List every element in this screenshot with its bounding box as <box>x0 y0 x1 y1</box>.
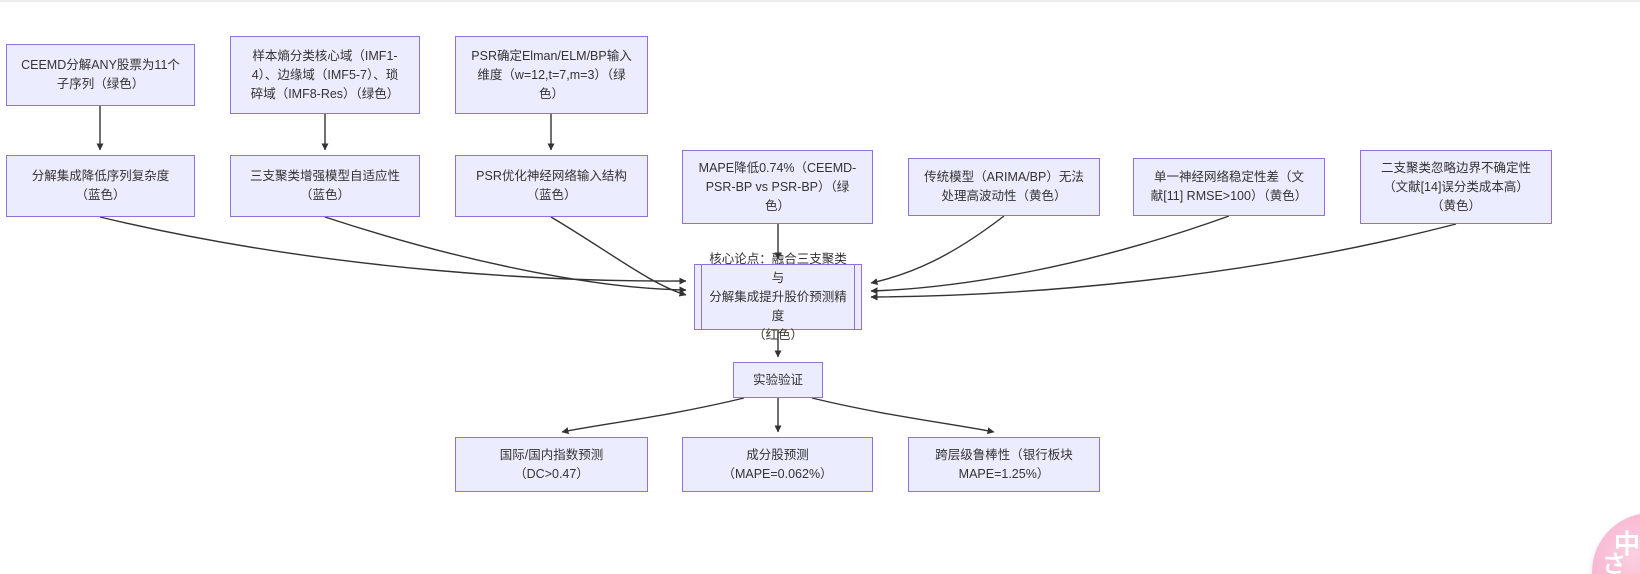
edge-experiment-to-robust <box>811 397 995 435</box>
translate-float-button[interactable]: 中A さ <box>1592 513 1640 574</box>
node-index-pred: 国际/国内指数预测 （DC>0.47） <box>455 437 648 492</box>
node-stock-pred: 成分股预测 （MAPE=0.062%） <box>682 437 873 492</box>
edge-experiment-to-index <box>561 397 745 435</box>
node-mape-drop: MAPE降低0.74%（CEEMD- PSR-BP vs PSR-BP）（绿 色… <box>682 150 873 224</box>
edge-twoway-to-core <box>870 223 1457 301</box>
translate-icon: 中A <box>1614 529 1640 559</box>
panel-top-border <box>0 0 1640 2</box>
edge-threeway-to-core <box>324 216 687 294</box>
node-psr-dim: PSR确定Elman/ELM/BP输入 维度（w=12,t=7,m=3）（绿 色… <box>455 36 648 114</box>
node-sampen: 样本熵分类核心域（IMF1- 4）、边缘域（IMF5-7）、琐 碎域（IMF8-… <box>230 36 420 114</box>
node-experiment: 实验验证 <box>733 362 823 398</box>
node-traditional: 传统模型（ARIMA/BP）无法 处理高波动性（黄色） <box>908 158 1100 216</box>
node-single-nn: 单一神经网络稳定性差（文 献[11] RMSE>100）（黄色） <box>1133 158 1325 216</box>
edge-singlenn-to-core <box>870 215 1230 295</box>
edge-traditional-to-core <box>870 215 1005 286</box>
node-robustness: 跨层级鲁棒性（银行板块 MAPE=1.25%） <box>908 437 1100 492</box>
node-threeway: 三支聚类增强模型自适应性 （蓝色） <box>230 155 420 217</box>
node-core-thesis: 核心论点：融合三支聚类与 分解集成提升股价预测精度 （红色） <box>694 252 862 342</box>
edge-psropt-to-core <box>550 216 687 297</box>
node-decomp: 分解集成降低序列复杂度 （蓝色） <box>6 155 195 217</box>
edge-decomp-to-core <box>99 216 687 285</box>
node-ceemd: CEEMD分解ANY股票为11个 子序列（绿色） <box>6 44 195 106</box>
node-twoway: 二支聚类忽略边界不确定性 （文献[14]误分类成本高） （黄色） <box>1360 150 1552 224</box>
node-psr-opt: PSR优化神经网络输入结构 （蓝色） <box>455 155 648 217</box>
translate-icon-kana: さ <box>1602 551 1626 574</box>
